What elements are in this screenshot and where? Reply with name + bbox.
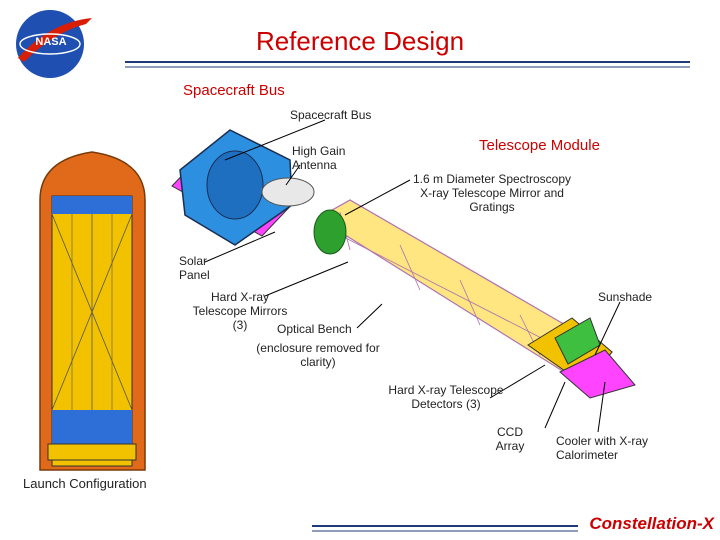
optical-bench-label: Optical Bench xyxy=(277,322,352,336)
cooler-label: Cooler with X-ray Calorimeter xyxy=(556,434,649,462)
antenna-shape xyxy=(261,177,315,207)
sunshade-label: Sunshade xyxy=(598,290,653,304)
hard-xray-detectors-label: Hard X-ray Telescope Detectors (3) xyxy=(388,383,504,411)
ccd-array-label: CCD Array xyxy=(495,425,525,453)
sunshade-shape xyxy=(559,349,636,399)
spacecraft-assembly xyxy=(171,129,636,399)
telescope-heading: Telescope Module xyxy=(479,137,600,154)
launch-configuration-label: Launch Configuration xyxy=(23,476,147,491)
nasa-logo xyxy=(16,10,92,78)
solar-panel-label: Solar Panel xyxy=(179,254,210,282)
enclosure-note-label: (enclosure removed for clarity) xyxy=(256,341,380,369)
leader-lines xyxy=(204,119,621,433)
hard-xray-mirrors-label: Hard X-ray Telescope Mirrors (3) xyxy=(192,290,288,332)
launch-fairing xyxy=(39,151,146,471)
nasa-logo-text: NASA xyxy=(35,36,67,48)
bus-heading: Spacecraft Bus xyxy=(183,82,285,99)
mirror-shape xyxy=(313,209,347,255)
spacecraft-bus-label: Spacecraft Bus xyxy=(290,108,372,122)
page-title: Reference Design xyxy=(255,26,465,56)
high-gain-antenna-label: High Gain Antenna xyxy=(292,144,346,172)
mirror-label: 1.6 m Diameter Spectroscopy X-ray Telesc… xyxy=(412,172,572,214)
footer-brand: Constellation-X xyxy=(589,514,714,533)
